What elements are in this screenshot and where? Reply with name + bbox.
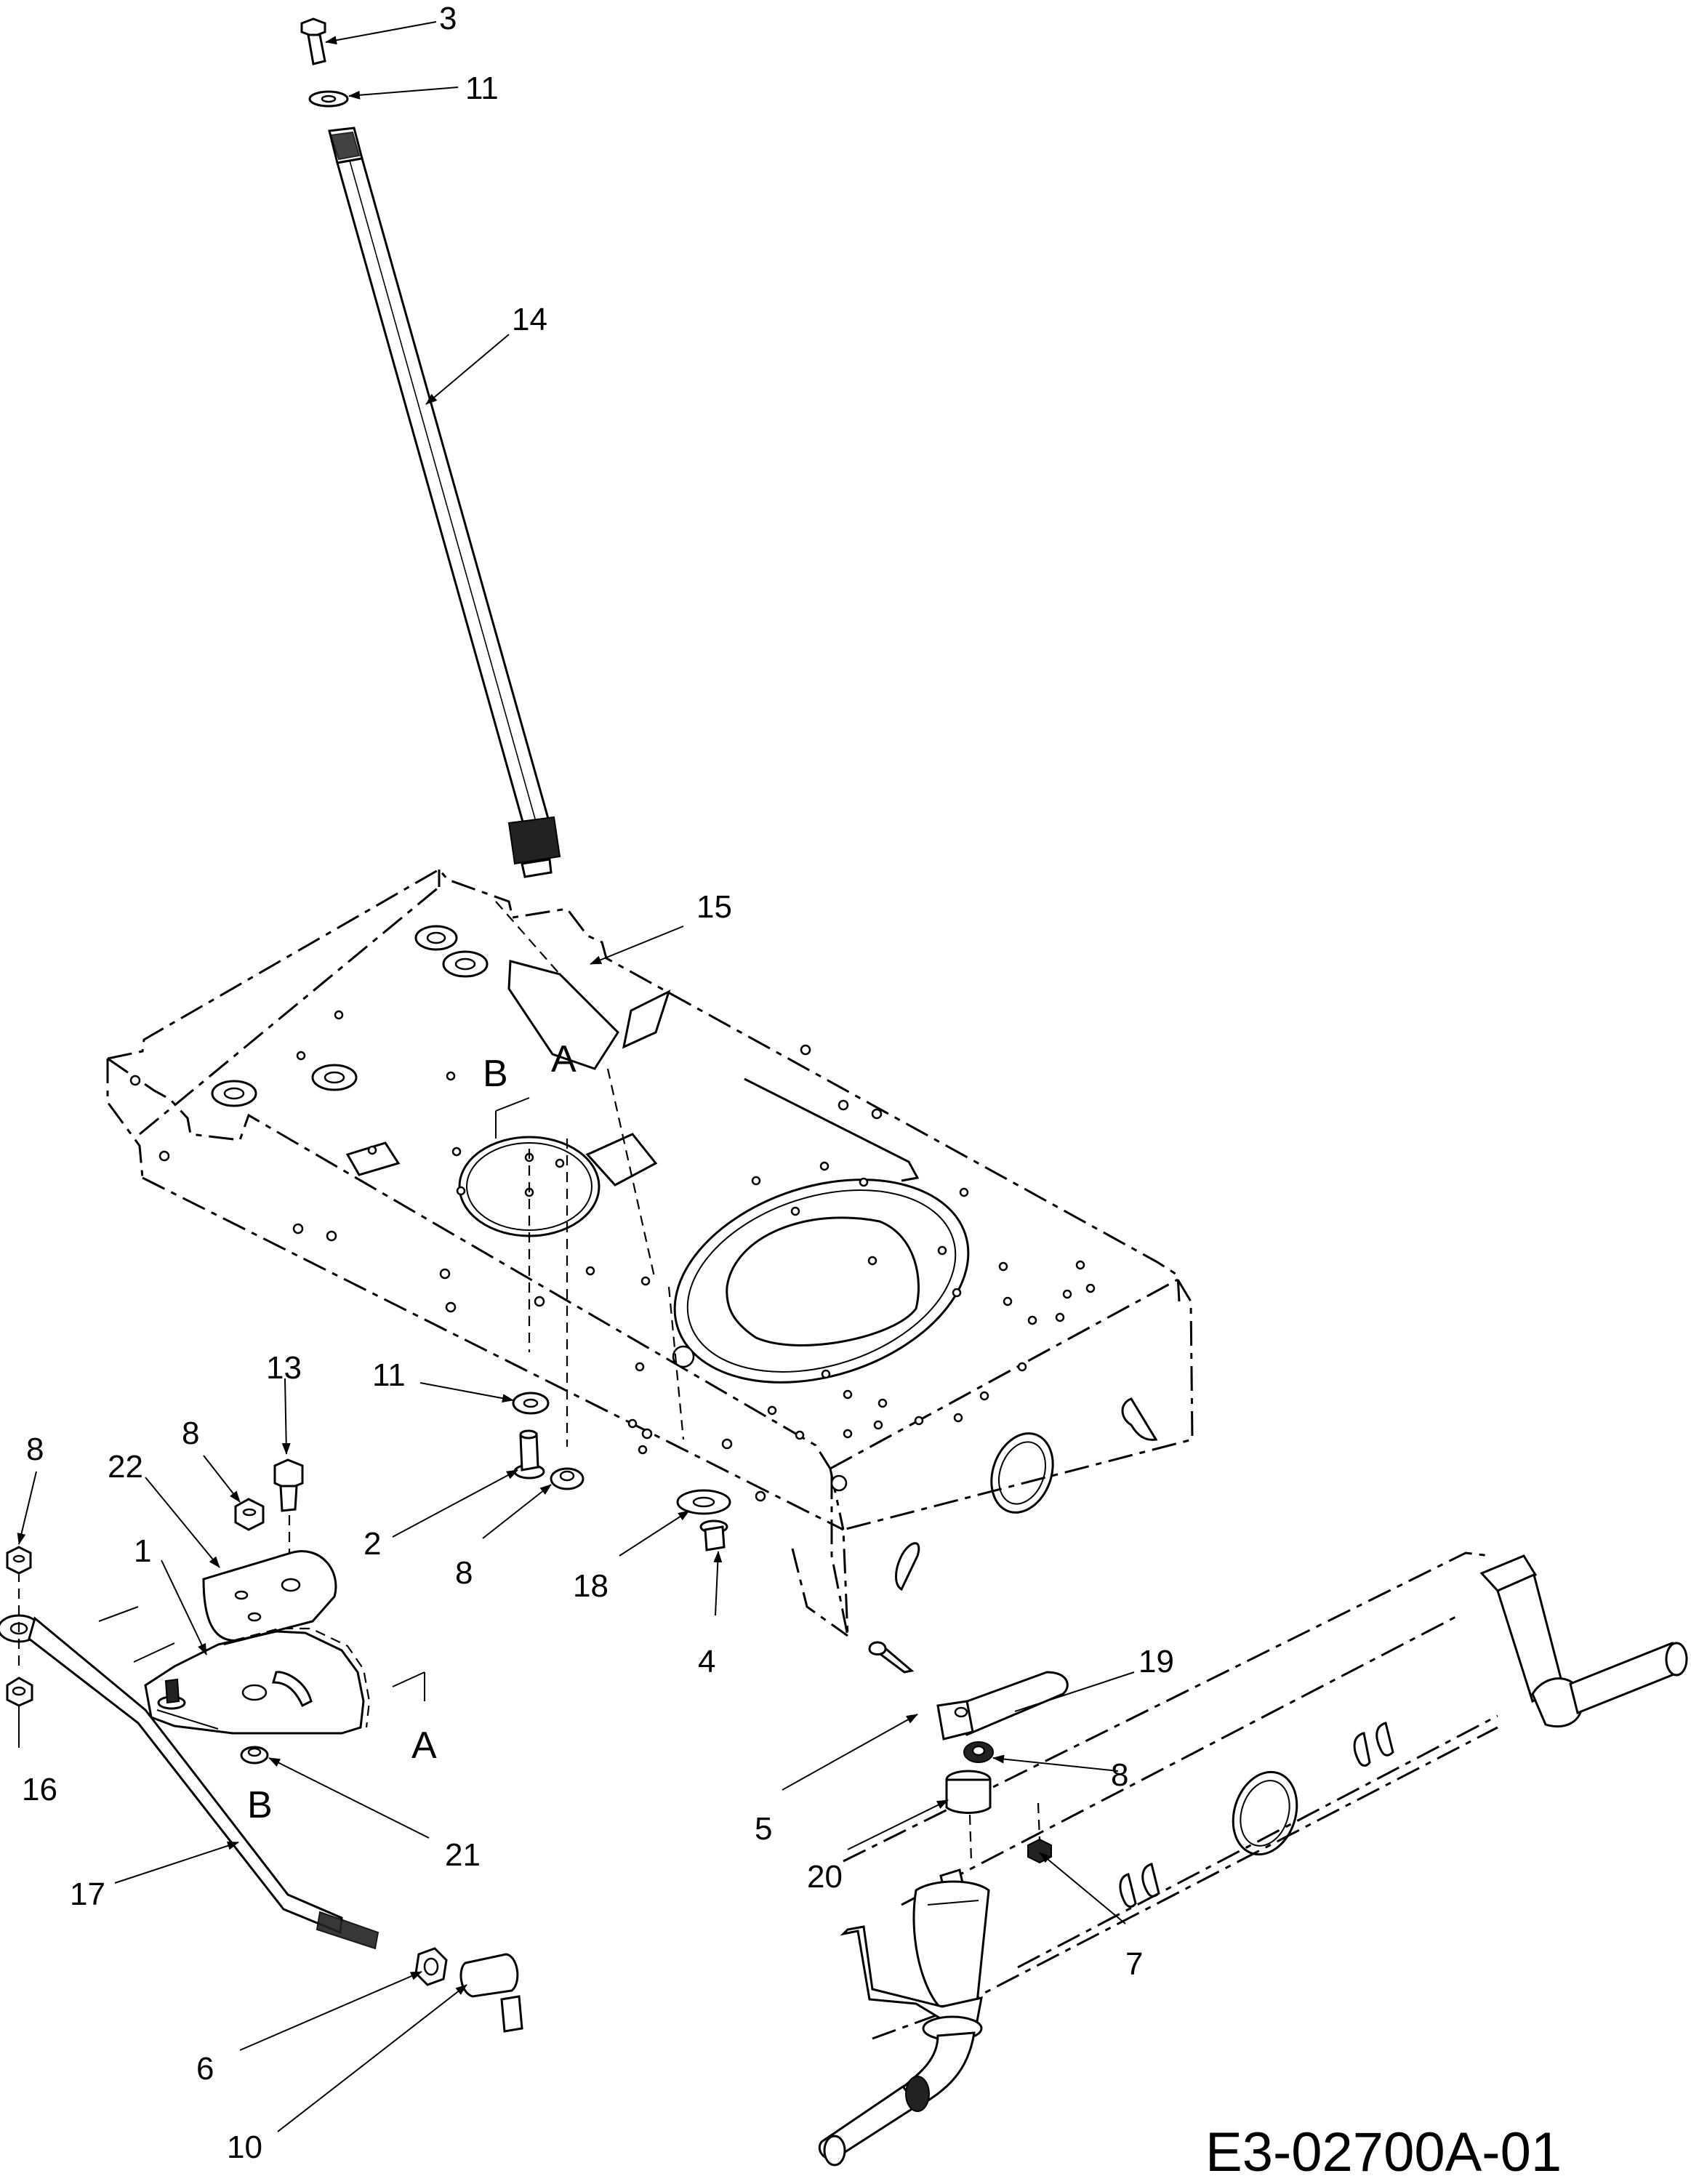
center-hardware (512, 1392, 731, 1551)
axle-beam-slots (1119, 1722, 1394, 1908)
bolt-4 (699, 1519, 728, 1551)
callout-1: 1 (134, 1533, 151, 1569)
bolt-2 (513, 1429, 545, 1480)
callout-8-center: 8 (455, 1555, 473, 1591)
alignment-marks: B A A B (247, 1038, 577, 1826)
ref-mark-a-sector: A (411, 1725, 437, 1767)
callout-19: 19 (1138, 1644, 1174, 1679)
callout-11-top: 11 (465, 71, 499, 106)
nut-8-arm (963, 1741, 994, 1763)
nut-8-upper (234, 1498, 265, 1531)
callout-22: 22 (108, 1449, 143, 1485)
diagram-code: E3-02700A-01 (1205, 2121, 1562, 2183)
frame-round-opening (673, 1179, 970, 1384)
nut-8-left (6, 1546, 32, 1575)
steering-sector-assembly (0, 1458, 523, 2033)
callout-8-arm: 8 (1111, 1757, 1128, 1793)
bushing-20 (945, 1770, 992, 1814)
left-spindle (819, 1868, 990, 2167)
callout-8-upper: 8 (182, 1416, 199, 1451)
leader-lines (17, 21, 1135, 2132)
callout-13: 13 (266, 1350, 302, 1386)
front-axle-assembly (819, 1551, 1688, 2167)
steering-shaft-14 (328, 127, 561, 878)
frame-studs (211, 925, 489, 1107)
sector-pin (157, 1678, 186, 1710)
callout-17: 17 (70, 1876, 105, 1912)
ref-mark-a-frame: A (551, 1038, 577, 1080)
nut-16 (6, 1677, 33, 1707)
callout-14: 14 (512, 302, 547, 337)
plate-22 (202, 1550, 337, 1642)
callout-5: 5 (755, 1811, 772, 1847)
callout-21: 21 (445, 1837, 481, 1873)
callout-20: 20 (807, 1859, 843, 1895)
bolt-13 (273, 1458, 304, 1512)
callout-16: 16 (22, 1772, 57, 1807)
nut-6 (414, 1947, 448, 1986)
callout-2: 2 (363, 1526, 381, 1562)
frame-chassis (106, 868, 1194, 1637)
callout-labels: 3 11 14 15 13 11 8 22 8 1 2 8 18 4 16 21… (22, 1, 1174, 2165)
right-spindle (1479, 1554, 1688, 1728)
callout-4: 4 (698, 1644, 715, 1679)
nut-8-center (550, 1467, 585, 1490)
callout-6: 6 (196, 2051, 214, 2087)
ref-mark-b-frame: B (483, 1053, 508, 1095)
callout-10: 10 (227, 2129, 262, 2165)
callout-15: 15 (696, 889, 732, 925)
spacer-21 (240, 1746, 269, 1765)
bolt-3 (300, 17, 326, 65)
callout-8-left: 8 (26, 1432, 44, 1467)
ref-mark-b-sector: B (247, 1784, 273, 1826)
ball-joint-10 (459, 1953, 523, 2033)
callout-18: 18 (573, 1568, 608, 1604)
callout-11-center: 11 (372, 1357, 406, 1393)
sector-gear-1 (144, 1627, 371, 1735)
steering-shaft-assembly (300, 17, 561, 878)
steering-arm-19 (868, 1641, 1069, 1741)
callout-3: 3 (439, 1, 457, 36)
frame-holes (158, 1010, 1096, 1502)
callout-7: 7 (1125, 1946, 1143, 1982)
